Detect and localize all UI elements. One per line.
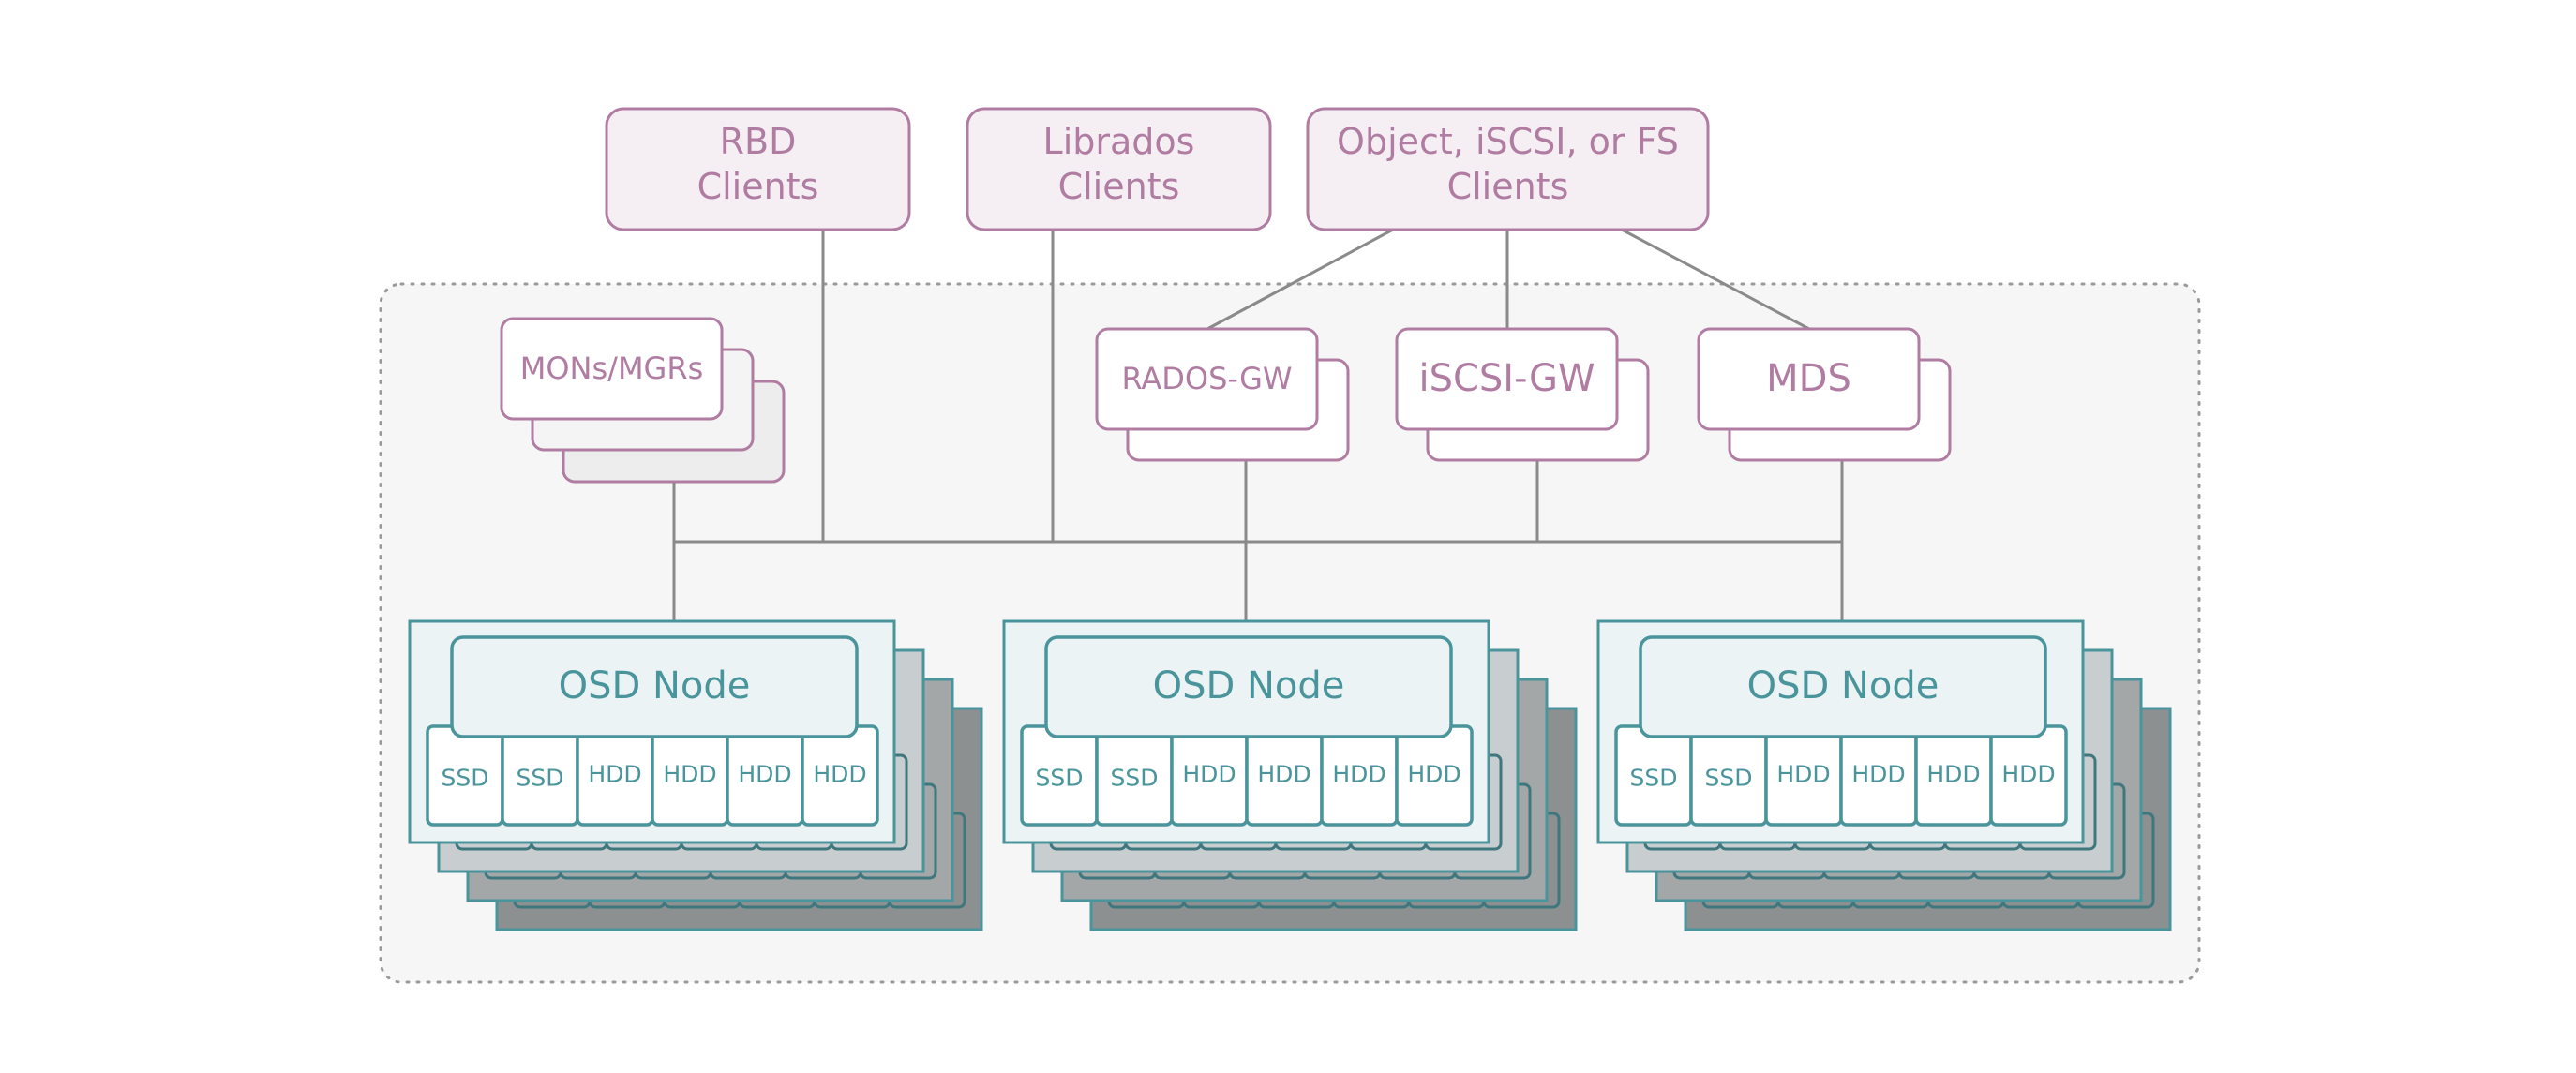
drive-label: HDD (663, 761, 716, 788)
client-label-line: Clients (1058, 166, 1180, 207)
client-label-line: Object, iSCSI, or FS (1337, 121, 1679, 162)
drive-label: SSD (442, 765, 489, 792)
osd-node-label: OSD Node (1747, 664, 1939, 708)
drive-ssd: SSD (1614, 724, 1693, 827)
service-mons-mgrs: MONs/MGRs (500, 317, 786, 484)
clients-to-mds-line (1621, 228, 1810, 331)
drive-ssd: SSD (1020, 724, 1099, 827)
service-rados-gw: RADOS-GW (1095, 327, 1350, 462)
drive-hdd: HDD (1914, 724, 1993, 827)
drive-label: SSD (1705, 765, 1753, 792)
drive-label: HDD (1182, 761, 1236, 788)
service-box-front (1395, 327, 1619, 431)
drive-ssd: SSD (426, 724, 504, 827)
drive-label: HDD (1776, 761, 1830, 788)
drive-ssd: SSD (1689, 724, 1768, 827)
service-label: MDS (1766, 357, 1851, 400)
drive-label: HDD (1332, 761, 1385, 788)
drive-hdd: HDD (1764, 724, 1843, 827)
client-label-line: RBD (720, 121, 797, 162)
osd-node-stack-2: SSD SSD HDD HDD HDD HDD OSD Node (1002, 619, 1578, 931)
drive-label: SSD (1630, 765, 1678, 792)
drive-hdd: HDD (1989, 724, 2068, 827)
client-label-line: Librados (1043, 121, 1195, 162)
drive-label: HDD (1851, 761, 1905, 788)
drive-hdd: HDD (1170, 724, 1249, 827)
drive-hdd: HDD (651, 724, 729, 827)
drive-label: SSD (517, 765, 564, 792)
drive-hdd: HDD (1839, 724, 1918, 827)
drive-label: HDD (1407, 761, 1460, 788)
service-label: MONs/MGRs (520, 350, 704, 386)
drive-ssd: SSD (501, 724, 579, 827)
drive-label: HDD (1926, 761, 1980, 788)
drive-label: SSD (1111, 765, 1159, 792)
service-iscsi-gw: iSCSI-GW (1395, 327, 1650, 462)
osd-node-stack-1: SSD SSD HDD HDD HDD HDD OSD Node (408, 619, 983, 931)
service-box-front (500, 317, 724, 421)
client-box-frame (605, 107, 911, 231)
osd-node-header (1639, 635, 2047, 738)
service-box-front (1697, 327, 1921, 431)
osd-node-stack-3: SSD SSD HDD HDD HDD HDD OSD Node (1596, 619, 2172, 931)
osd-node-label: OSD Node (1153, 664, 1345, 708)
osd-node-label: OSD Node (559, 664, 751, 708)
drive-hdd: HDD (1320, 724, 1399, 827)
drive-label: HDD (588, 761, 641, 788)
drive-hdd: HDD (726, 724, 804, 827)
clients-to-rados-gw-line (1206, 228, 1394, 331)
drive-hdd: HDD (801, 724, 879, 827)
drive-label: HDD (813, 761, 866, 788)
client-box-frame (966, 107, 1272, 231)
client-label-line: Clients (697, 166, 819, 207)
drive-label: HDD (2001, 761, 2055, 788)
drive-hdd: HDD (1395, 724, 1474, 827)
service-box-front (1095, 327, 1319, 431)
drive-hdd: HDD (576, 724, 654, 827)
client-label-line: Clients (1447, 166, 1569, 207)
drive-label: HDD (1257, 761, 1310, 788)
service-label: RADOS-GW (1121, 361, 1292, 396)
service-label: iSCSI-GW (1418, 357, 1595, 400)
osd-node-header (1044, 635, 1453, 738)
client-box-frame (1306, 107, 1710, 231)
service-boxes: MONs/MGRs RADOS-GW iSCSI-GW MDS (500, 317, 1952, 484)
drive-label: HDD (738, 761, 791, 788)
drive-hdd: HDD (1245, 724, 1324, 827)
connectors (672, 228, 1844, 621)
service-mds: MDS (1697, 327, 1952, 462)
osd-node-header (450, 635, 859, 738)
drive-ssd: SSD (1095, 724, 1174, 827)
drive-label: SSD (1036, 765, 1084, 792)
